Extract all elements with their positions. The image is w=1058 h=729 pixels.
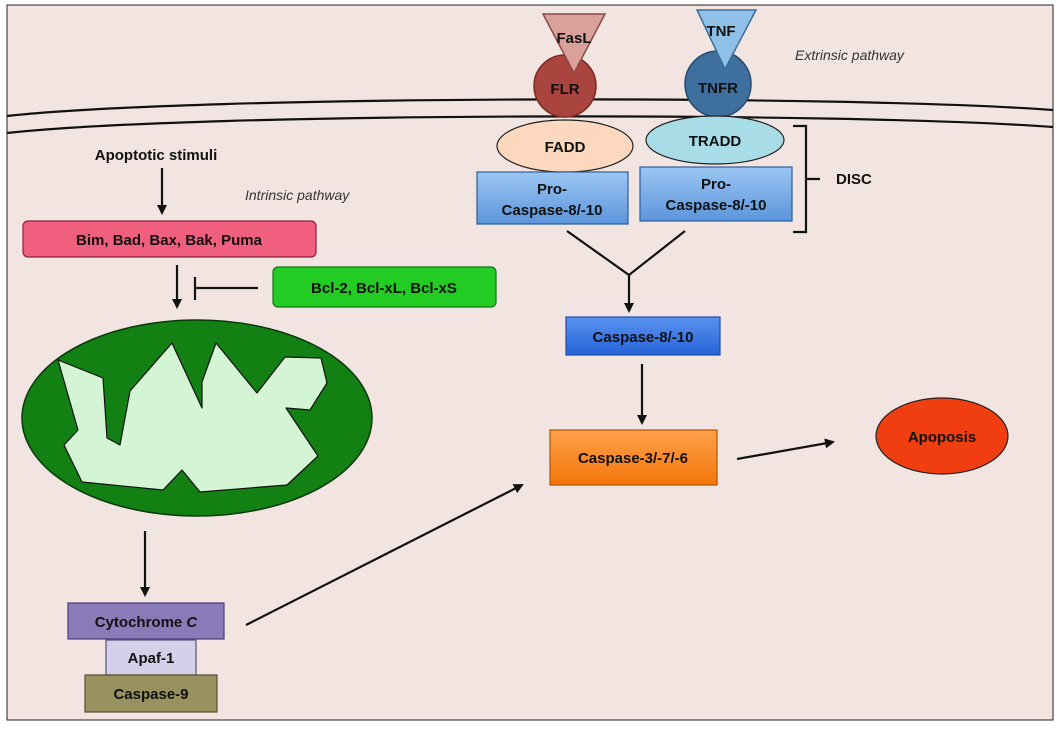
mitochondrion-cristae [57, 342, 328, 493]
disc-bracket [793, 124, 820, 234]
fadd-label: FADD [545, 139, 586, 156]
pro-caspase-left-line2: Caspase-8/-10 [502, 202, 603, 219]
arrow-cytochrome-to-caspase-3 [245, 484, 524, 626]
pro-caspase-left-line1: Pro- [537, 181, 567, 198]
bcl2-family-box [272, 266, 497, 308]
cytochrome-c-box [67, 602, 225, 640]
caspase-8-10-box [565, 316, 721, 356]
extrinsic-pathway-label: Extrinsic pathway [795, 47, 905, 63]
caspase-9-box [84, 674, 218, 713]
cytochrome-c-label: Cytochrome C [95, 614, 199, 631]
bh3-proteins-label: Bim, Bad, Bax, Bak, Puma [76, 232, 263, 249]
flr-label: FLR [550, 81, 579, 98]
intrinsic-pathway-label: Intrinsic pathway [245, 187, 350, 203]
apoptosis-node [875, 397, 1009, 475]
apoptotic-stimuli-label: Apoptotic stimuli [95, 147, 218, 164]
pro-caspase-box-right [639, 166, 793, 222]
apaf-1-box [105, 639, 197, 676]
pro-caspase-right-line1: Pro- [701, 176, 731, 193]
tnfr-label: TNFR [698, 80, 738, 97]
apoptosis-label: Apoposis [908, 429, 976, 446]
fasl-ligand [541, 13, 607, 75]
tradd-label: TRADD [689, 133, 742, 150]
cell-membrane-outer [6, 98, 1054, 118]
pro-caspase-box-left [476, 171, 629, 225]
tnf-ligand [695, 9, 758, 71]
cytochrome-c-letter: C [186, 614, 198, 631]
tradd-node [645, 115, 785, 165]
cytochrome-text: Cytochrome [95, 614, 187, 631]
bcl2-family-label: Bcl-2, Bcl-xL, Bcl-xS [311, 280, 457, 297]
apaf-1-label: Apaf-1 [128, 650, 175, 667]
arrow-to-apoptosis [736, 438, 835, 461]
bh3-proteins-box [22, 220, 317, 258]
disc-label: DISC [836, 171, 872, 188]
fasl-label: FasL [556, 30, 591, 47]
pro-caspase-right-line2: Caspase-8/-10 [666, 197, 767, 214]
tnf-label: TNF [706, 23, 735, 40]
caspase-8-10-label: Caspase-8/-10 [593, 329, 694, 346]
cell-membrane-inner [6, 115, 1054, 135]
caspase-3-7-6-label: Caspase-3/-7/-6 [578, 450, 688, 467]
caspase-9-label: Caspase-9 [113, 686, 188, 703]
caspase-3-7-6-box [549, 429, 718, 486]
